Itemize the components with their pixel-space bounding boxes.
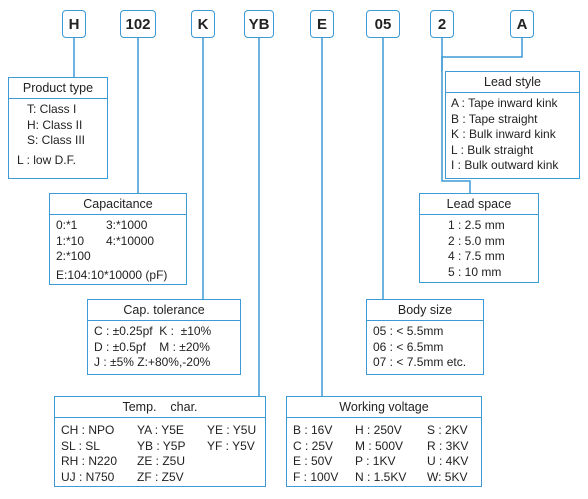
list-item: 1 : 2.5 mm	[448, 218, 505, 232]
capacitance-box: Capacitance 0:*1 3:*1000 1:*10 4:*10000 …	[49, 193, 187, 285]
list-item: C : ±0.25pf K : ±10%	[94, 324, 212, 338]
table-cell: ZE : Z5U	[137, 454, 186, 468]
working-voltage-box: Working voltage B : 16V H : 250V S : 2KV…	[286, 396, 482, 487]
list-item: S: Class III	[27, 133, 86, 147]
list-item: 0:*1	[56, 218, 78, 232]
code-temp-char: YB	[244, 10, 274, 38]
cap-tolerance-title: Cap. tolerance	[88, 300, 240, 321]
table-cell: YF : Y5V	[207, 438, 255, 453]
table-cell	[207, 454, 259, 470]
list-item: 3:*1000	[106, 218, 148, 232]
table-cell: S : 2KV	[427, 423, 468, 437]
table-cell: W: 5KV	[427, 469, 468, 484]
list-item: 5 : 10 mm	[448, 264, 502, 279]
code-lead-space: 2	[430, 10, 454, 38]
table-cell: P : 1KV	[355, 454, 396, 468]
list-item: T: Class I	[27, 102, 77, 116]
code-working-voltage: E	[310, 10, 334, 38]
list-item: 07 : < 7.5mm etc.	[373, 355, 467, 369]
code-body-size: 05	[366, 10, 400, 38]
temp-char-box: Temp. char. CH : NPO YA : Y5E YE : Y5U S…	[54, 396, 266, 487]
lead-space-title: Lead space	[420, 194, 538, 215]
list-item: 2:*100	[56, 249, 91, 263]
table-cell: H : 250V	[355, 423, 402, 437]
table-cell: R : 3KV	[427, 438, 469, 453]
code-capacitance: 102	[120, 10, 156, 38]
list-item: A : Tape inward kink	[451, 96, 558, 110]
table-cell: YE : Y5U	[207, 423, 257, 437]
table-cell: RH : N220	[61, 454, 118, 468]
table-cell: N : 1.5KV	[355, 469, 407, 484]
code-cap-tolerance: K	[191, 10, 215, 38]
table-cell: U : 4KV	[427, 454, 469, 468]
list-item	[106, 249, 180, 265]
list-item: L : low D.F.	[17, 152, 76, 167]
list-item: 4 : 7.5 mm	[448, 249, 505, 263]
list-item: I : Bulk outward kink	[451, 158, 559, 172]
capacitance-note: E:104:10*10000 (pF)	[56, 267, 168, 282]
capacitance-title: Capacitance	[50, 194, 186, 215]
list-item: 05 : < 5.5mm	[373, 324, 444, 338]
table-cell: E : 50V	[293, 454, 333, 468]
list-item: 2 : 5.0 mm	[448, 233, 505, 248]
list-item: 06 : < 6.5mm	[373, 339, 444, 354]
list-item: K : Bulk inward kink	[451, 127, 556, 141]
table-cell: B : 16V	[293, 423, 333, 437]
list-item: D : ±0.5pf M : ±20%	[94, 339, 210, 354]
product-type-title: Product type	[9, 78, 107, 99]
list-item: 4:*10000	[106, 233, 155, 248]
table-cell: YA : Y5E	[137, 423, 184, 437]
table-cell: UJ : N750	[61, 469, 115, 484]
list-item: 1:*10	[56, 233, 85, 248]
code-product-type: H	[62, 10, 86, 38]
lead-style-title: Lead style	[446, 72, 579, 93]
table-cell: YB : Y5P	[137, 438, 186, 453]
cap-tolerance-box: Cap. tolerance C : ±0.25pf K : ±10%D : ±…	[87, 299, 241, 375]
table-cell	[207, 470, 259, 486]
temp-char-title: Temp. char.	[55, 397, 265, 418]
working-voltage-title: Working voltage	[287, 397, 481, 418]
cap-tolerance-list: C : ±0.25pf K : ±10%D : ±0.5pf M : ±20%J…	[88, 321, 240, 374]
list-item: L : Bulk straight	[451, 142, 534, 157]
list-item: H: Class II	[27, 117, 83, 132]
list-item: J : ±5% Z:+80%,-20%	[94, 355, 211, 369]
table-cell: ZF : Z5V	[137, 469, 184, 484]
list-item: B : Tape straight	[451, 111, 538, 126]
table-cell: CH : NPO	[61, 423, 115, 437]
table-cell: C : 25V	[293, 438, 334, 453]
code-lead-style: A	[510, 10, 534, 38]
table-cell: M : 500V	[355, 438, 404, 453]
table-cell: F : 100V	[293, 469, 339, 484]
table-cell: SL : SL	[61, 438, 100, 453]
body-size-title: Body size	[367, 300, 483, 321]
